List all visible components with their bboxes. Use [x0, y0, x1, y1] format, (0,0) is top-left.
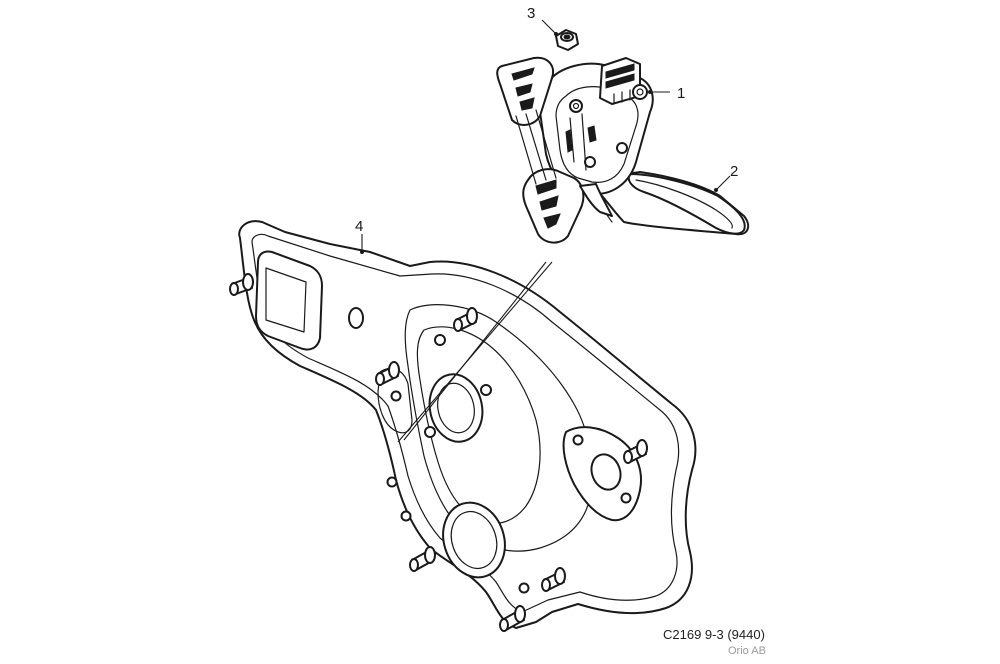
- stud-lower-left: [409, 546, 436, 572]
- mounting-studs: [229, 273, 648, 632]
- pedal-module: [496, 56, 654, 244]
- diagram-owner: Orio AB: [728, 645, 766, 657]
- callout-1: 1: [648, 85, 685, 102]
- callout-3: 3: [527, 5, 558, 36]
- callout-4: 4: [355, 218, 364, 254]
- callout-label-3: 3: [527, 5, 535, 22]
- stud-left: [229, 273, 254, 296]
- stud-right: [623, 439, 648, 464]
- nut: [555, 29, 579, 51]
- stud-mid-left: [375, 361, 400, 386]
- callout-2: 2: [714, 163, 738, 192]
- callout-label-1: 1: [677, 85, 685, 102]
- callout-label-4: 4: [355, 218, 363, 235]
- mounting-bracket-plate: [238, 220, 697, 629]
- stud-bottom: [499, 605, 526, 632]
- stud-lower-right: [541, 567, 566, 592]
- diagram-code: C2169 9-3 (9440): [663, 627, 765, 642]
- stud-upper: [453, 307, 478, 332]
- callout-label-2: 2: [730, 163, 738, 180]
